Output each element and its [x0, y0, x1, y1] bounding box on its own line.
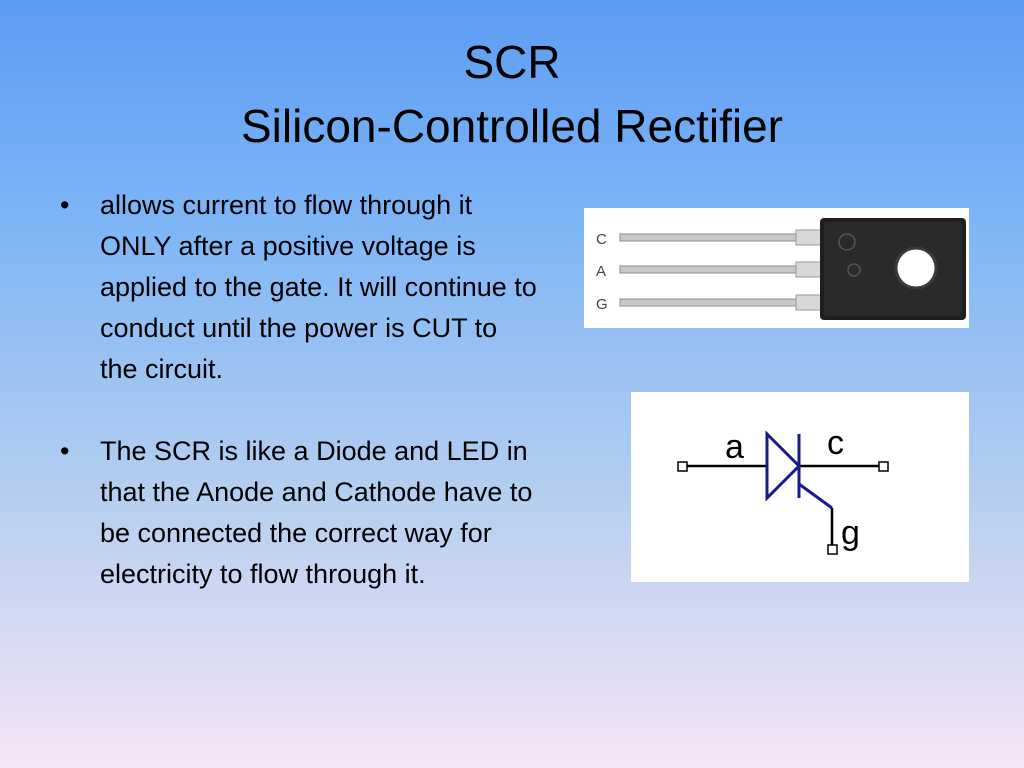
slide-title: SCR Silicon-Controlled Rectifier: [0, 30, 1024, 158]
bullet-item: • allows current to flow through it ONLY…: [60, 185, 540, 390]
mounting-hole: [894, 246, 938, 290]
pin-label-g: G: [596, 296, 608, 313]
gate-terminal: [827, 544, 838, 555]
bullet-item: • The SCR is like a Diode and LED in tha…: [60, 431, 540, 595]
logo-mark: [838, 233, 856, 251]
title-line-2: Silicon-Controlled Rectifier: [241, 100, 783, 152]
component-body-face: [824, 222, 962, 316]
bullet-text: allows current to flow through it ONLY a…: [100, 190, 537, 384]
bullet-dot: •: [60, 436, 70, 466]
anode-terminal: [677, 461, 688, 472]
anode-label: a: [725, 428, 744, 466]
cathode-terminal: [878, 461, 889, 472]
marking: [847, 263, 861, 277]
gate-lead: [798, 482, 833, 510]
scr-component-photo: C A G: [584, 208, 969, 328]
bullet-dot: •: [60, 190, 70, 220]
title-line-1: SCR: [463, 36, 561, 88]
gate-label: g: [841, 514, 860, 552]
scr-schematic: a c g: [631, 392, 969, 582]
scr-schematic-symbol: a c g: [677, 424, 889, 555]
pin-label-a: A: [596, 263, 606, 280]
cathode-label: c: [827, 424, 844, 462]
pin-label-c: C: [596, 231, 607, 248]
diode-triangle: [765, 430, 802, 502]
bullet-text: The SCR is like a Diode and LED in that …: [100, 436, 533, 589]
bullet-list: • allows current to flow through it ONLY…: [60, 185, 540, 595]
scr-component-image: C A G: [596, 218, 966, 320]
